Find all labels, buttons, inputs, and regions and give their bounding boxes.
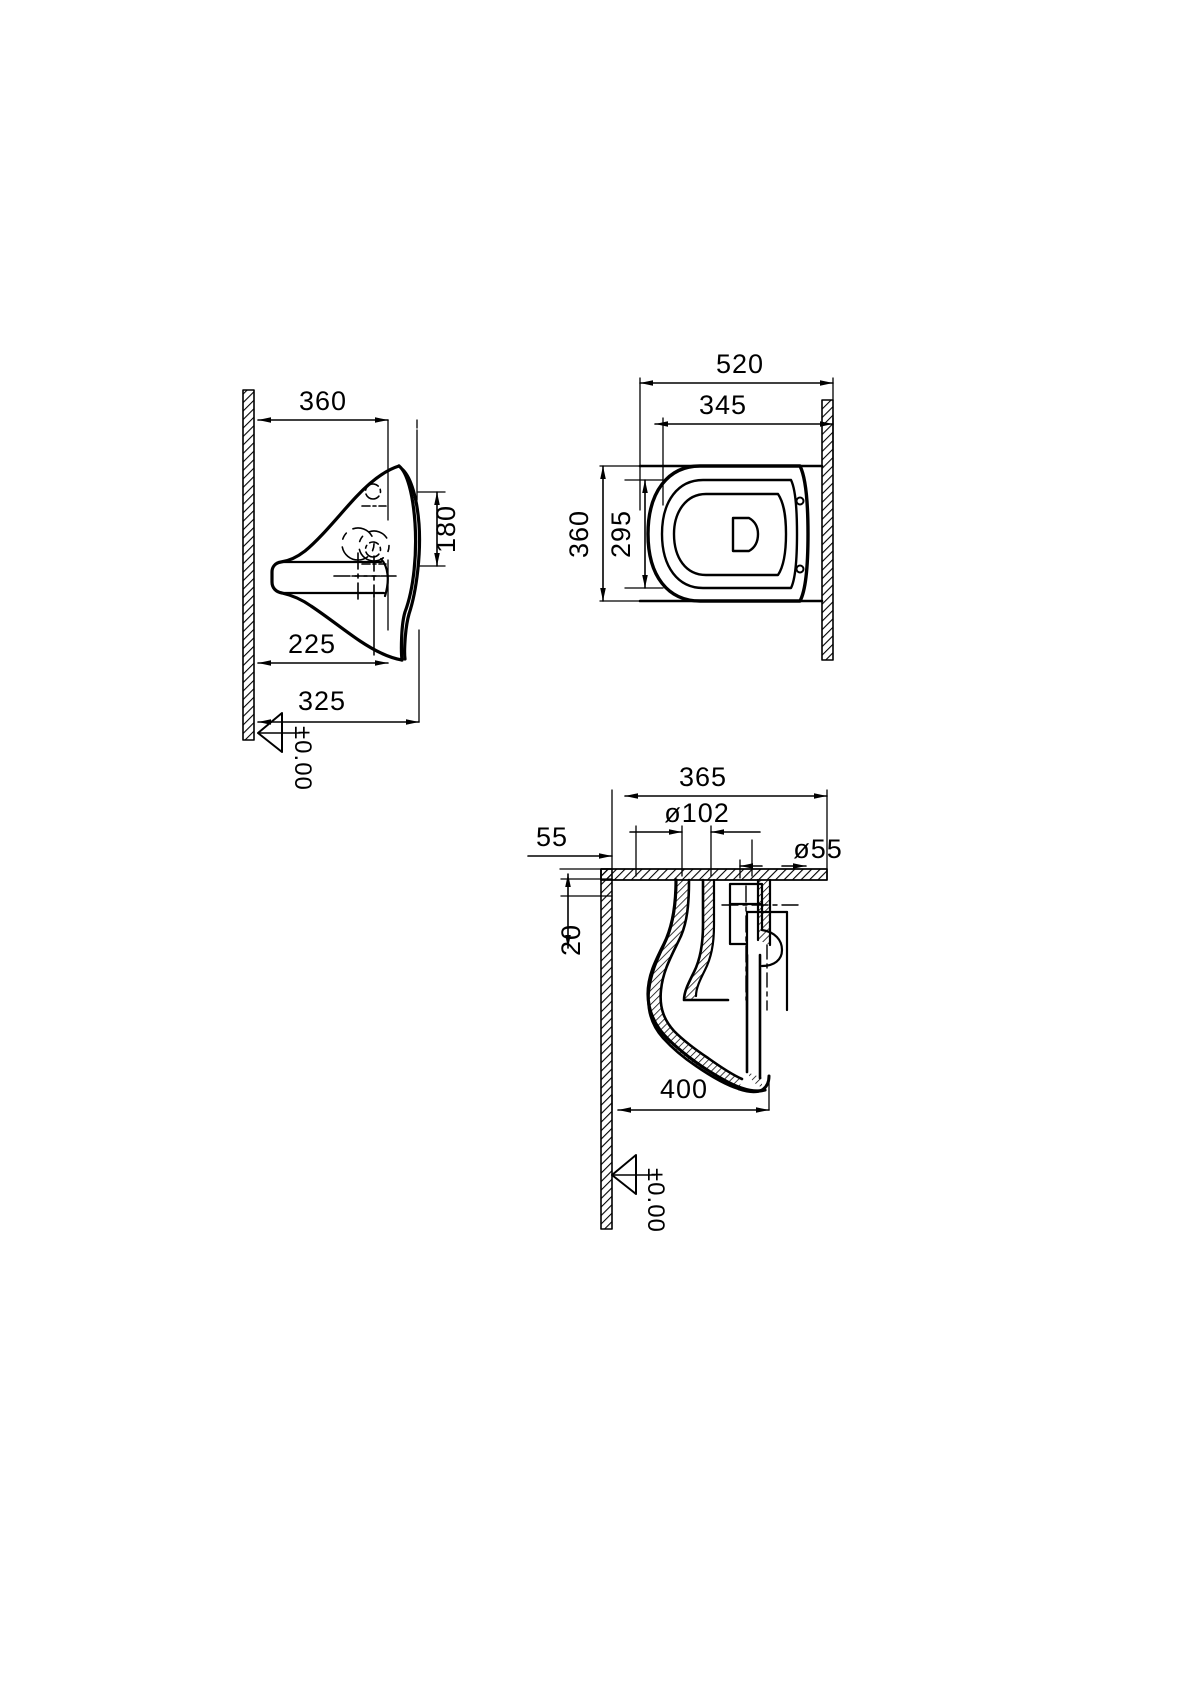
dim-225-front: 225: [257, 629, 389, 666]
dim-360-top-label: 360: [564, 510, 594, 558]
front-view-inner-lines: [279, 557, 389, 598]
front-view-level-symbol: ±0.00: [257, 712, 316, 791]
dim-225-front-label: 225: [288, 629, 336, 659]
dim-325-front: 325: [257, 629, 420, 725]
top-view-bowl-opening: [672, 492, 788, 577]
top-view: 520 345 360 295: [564, 349, 834, 661]
dim-400-section: 400: [617, 1074, 770, 1113]
dim-180-front: 180: [431, 491, 461, 567]
front-view-extension-lines: [373, 419, 446, 656]
dim-295-top-label: 295: [606, 510, 636, 558]
section-view-centre-lines: [721, 885, 801, 1011]
dim-180-front-label: 180: [431, 505, 461, 553]
dim-55-section-right-label: ø55: [793, 834, 843, 864]
dim-325-front-label: 325: [298, 686, 346, 716]
section-view-top-slab: [600, 868, 828, 881]
top-view-rim-line: [660, 478, 799, 590]
dim-102-section-label: ø102: [664, 798, 730, 828]
front-view: 360 180 225 325 ±0.00: [242, 386, 461, 791]
front-view-pan-outline: [270, 464, 422, 662]
front-view-level-label: ±0.00: [289, 726, 316, 791]
top-view-fixing-points: [795, 496, 805, 574]
dim-365-section: 365: [624, 762, 828, 799]
dim-20-section-label: 20: [556, 924, 586, 956]
dim-360-front-label: 360: [299, 386, 347, 416]
top-view-extension-lines: [599, 377, 834, 602]
section-view-bowl-profile: [646, 878, 767, 1093]
section-view-level-label: ±0.00: [642, 1168, 669, 1233]
dim-400-section-label: 400: [660, 1074, 708, 1104]
dim-55-section-right: ø55: [739, 834, 843, 869]
dim-520-top-label: 520: [716, 349, 764, 379]
section-view: 365 ø102 55 ø55 20 400: [527, 762, 843, 1233]
top-view-bowl-outline: [646, 464, 810, 603]
dim-55-section-left: 55: [527, 822, 613, 859]
dim-520-top: 520: [639, 349, 834, 386]
section-view-wall: [600, 868, 613, 1230]
dim-360-top: 360: [564, 465, 606, 602]
section-view-level-symbol: ±0.00: [611, 1154, 669, 1233]
dim-20-section: 20: [556, 873, 586, 956]
dim-365-section-label: 365: [679, 762, 727, 792]
dim-55-section-left-label: 55: [536, 822, 568, 852]
dim-345-top: 345: [654, 390, 834, 427]
top-view-wall: [821, 399, 834, 661]
front-view-fixing-holes: [333, 483, 398, 601]
front-view-wall: [242, 389, 255, 741]
dim-360-front: 360: [257, 386, 389, 423]
dim-345-top-label: 345: [699, 390, 747, 420]
top-view-keyhole-shape: [731, 516, 760, 553]
dim-102-section: ø102: [629, 798, 761, 835]
dim-295-top: 295: [606, 479, 648, 589]
section-view-pan-body: [647, 878, 789, 1094]
